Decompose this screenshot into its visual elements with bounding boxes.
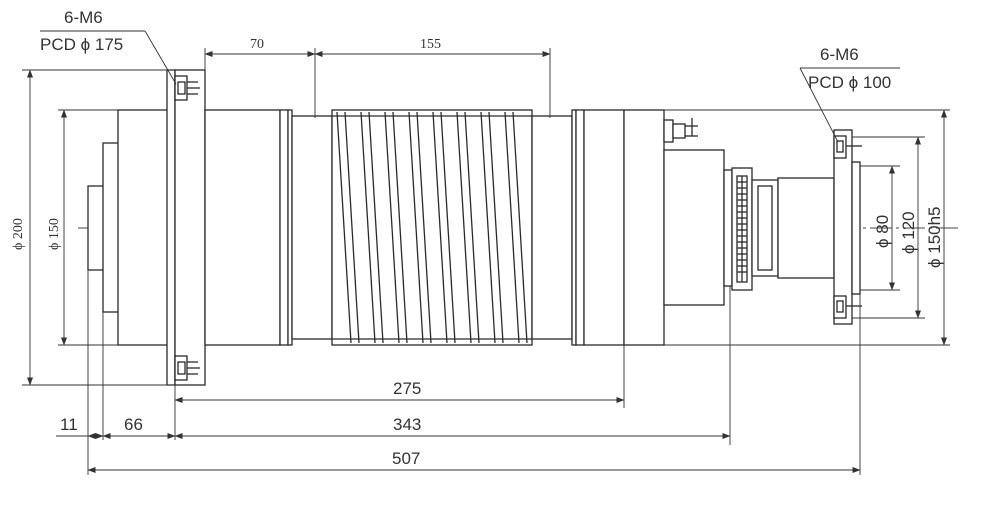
connector-fitting — [663, 118, 698, 143]
dim-phi150: ϕ 150 — [47, 218, 62, 250]
left-pcd-label: PCD ϕ 175 — [40, 35, 123, 54]
dim-343: 343 — [393, 415, 421, 434]
left-flange — [166, 69, 206, 386]
right-pcd-label: PCD ϕ 100 — [808, 73, 891, 92]
right-vertical-dimensions: ϕ 80 ϕ 120 ϕ 150h5 — [664, 109, 950, 346]
dim-phi150h5: ϕ 150h5 — [925, 206, 944, 268]
right-flange — [833, 129, 862, 325]
right-thread-label: 6-M6 — [820, 45, 859, 64]
left-nose — [87, 109, 169, 346]
dim-66: 66 — [124, 415, 143, 434]
rear-housing — [663, 149, 835, 306]
dim-507: 507 — [392, 449, 420, 468]
right-callout: 6-M6 PCD ϕ 100 — [799, 45, 900, 143]
left-thread-label: 6-M6 — [64, 8, 103, 27]
dim-155: 155 — [420, 37, 441, 52]
dim-11: 11 — [60, 415, 78, 434]
top-dimensions: 70 155 — [204, 37, 551, 118]
dim-phi120: ϕ 120 — [899, 211, 918, 254]
dim-phi200: ϕ 200 — [11, 218, 26, 250]
dim-275: 275 — [393, 379, 421, 398]
left-callout: 6-M6 PCD ϕ 175 — [40, 8, 177, 85]
left-vertical-dimensions: ϕ 200 ϕ 150 — [11, 69, 175, 386]
bottom-dimensions: 275 343 11 66 507 — [56, 270, 861, 475]
main-body — [204, 109, 665, 346]
dim-70: 70 — [250, 37, 264, 52]
cooling-grooves — [332, 111, 532, 344]
pulley — [731, 167, 753, 291]
dim-phi80: ϕ 80 — [873, 215, 892, 248]
